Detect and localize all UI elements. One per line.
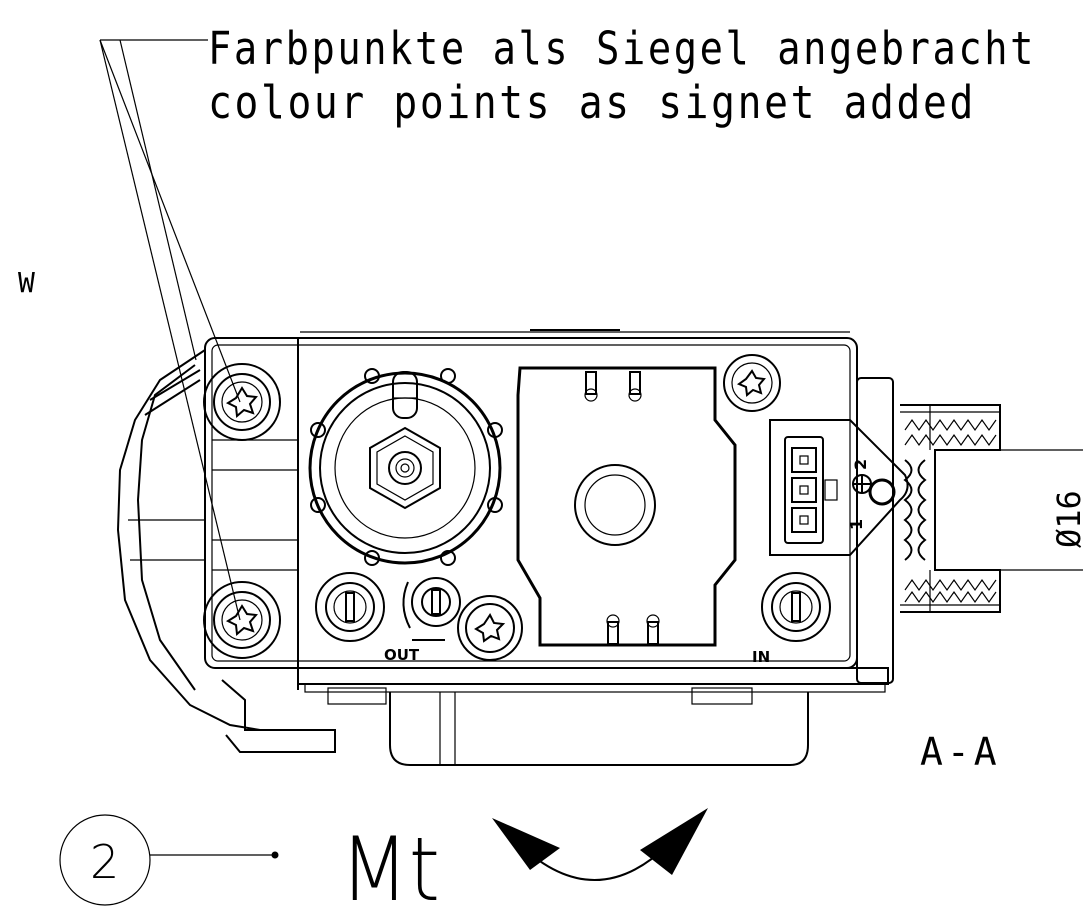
pin-label-1: 1 — [847, 519, 866, 530]
valve-body — [204, 329, 894, 693]
screw-bottom-middle — [457, 595, 523, 661]
part-number-balloon — [59, 814, 279, 906]
pin-label-2: 2 — [851, 459, 870, 470]
pressure-regulator — [308, 368, 503, 566]
test-nipple-out — [315, 572, 385, 642]
diameter-dimension — [1000, 449, 1083, 571]
part-number: 2 — [90, 835, 119, 889]
view-marker: W — [18, 266, 35, 299]
annotation-leader-lines — [99, 39, 241, 621]
screw-top-left — [203, 363, 281, 441]
screw-bottom-left — [203, 581, 281, 659]
in-label: IN — [752, 648, 770, 666]
torque-label: Mt — [340, 818, 440, 921]
test-nipple-in — [761, 572, 831, 642]
solenoid-coil — [516, 366, 737, 647]
threaded-fitting — [900, 404, 1001, 613]
annotation-line-english: colour points as signet added — [208, 76, 976, 129]
screw-top-right — [723, 354, 781, 412]
bottom-cover — [327, 687, 809, 766]
rotation-arrow-icon — [492, 808, 708, 881]
left-bracket — [116, 349, 336, 753]
section-label: A-A — [920, 730, 1001, 774]
annotation-line-german: Farbpunkte als Siegel angebracht — [208, 22, 1036, 75]
electrical-connector — [769, 419, 909, 556]
adjustment-knob — [402, 577, 461, 641]
diameter-label: Ø16 — [1050, 490, 1083, 548]
out-label: OUT — [384, 646, 420, 664]
